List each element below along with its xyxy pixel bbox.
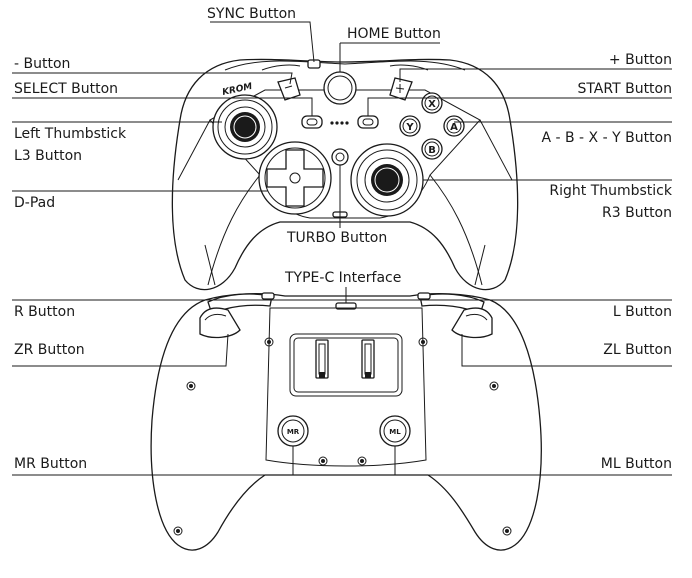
label-right-thumbstick: Right Thumbstick <box>549 183 672 199</box>
label-sync-button: SYNC Button <box>207 6 297 22</box>
turbo-button[interactable] <box>331 148 349 166</box>
label-l-button: L Button <box>612 304 672 320</box>
y-button[interactable]: Y <box>399 115 421 137</box>
front-top-edge <box>224 60 466 71</box>
home-button[interactable] <box>323 71 357 105</box>
minus-button[interactable] <box>277 77 301 101</box>
zr-edge <box>204 313 227 321</box>
label-zl-button: ZL Button <box>603 342 672 358</box>
back-controller-body <box>150 293 542 551</box>
label-select-button: SELECT Button <box>14 81 119 97</box>
x-button[interactable]: X <box>421 92 443 114</box>
back-clip-right <box>417 292 431 300</box>
right-thumbstick[interactable] <box>350 143 424 217</box>
left-grip-seam <box>207 174 261 286</box>
a-button[interactable]: A <box>443 115 465 137</box>
plus-button[interactable] <box>389 77 413 101</box>
d-pad[interactable] <box>258 141 332 215</box>
left-wing-seam <box>177 119 211 181</box>
svg-text:B: B <box>428 145 436 156</box>
callout-lines <box>12 21 672 476</box>
label-mr-button: MR Button <box>14 456 88 472</box>
label-turbo-button: TURBO Button <box>287 230 388 246</box>
back-center-panel <box>265 307 427 467</box>
svg-text:A: A <box>450 122 458 133</box>
right-grip-detail <box>474 244 486 286</box>
back-latch-left <box>315 339 329 379</box>
left-thumbstick[interactable] <box>212 94 278 160</box>
label-start-button: START Button <box>577 81 672 97</box>
svg-text:X: X <box>428 99 436 110</box>
left-bumper-edge <box>261 64 301 71</box>
back-screws <box>173 337 512 536</box>
label-l3-button: L3 Button <box>14 148 83 164</box>
label-r-button: R Button <box>14 304 76 320</box>
mr-back-button[interactable]: MR <box>277 415 309 447</box>
label-left-thumbstick: Left Thumbstick <box>14 126 127 142</box>
label-ml-button: ML Button <box>600 456 672 472</box>
start-button[interactable] <box>357 115 379 129</box>
label-d-pad: D-Pad <box>14 195 56 211</box>
label-home-button: HOME Button <box>347 26 441 42</box>
svg-text:Y: Y <box>405 122 414 133</box>
right-grip-seam <box>429 174 483 286</box>
controller-back-view: MR ML <box>150 292 542 551</box>
svg-text:ML: ML <box>389 428 401 436</box>
ml-back-button[interactable]: ML <box>379 415 411 447</box>
b-button[interactable]: B <box>421 138 443 160</box>
zl-edge <box>465 313 488 321</box>
back-latch-right <box>361 339 375 379</box>
back-recess-inner <box>293 337 399 393</box>
label-type-c-interface: TYPE-C Interface <box>285 270 402 286</box>
label-zr-button: ZR Button <box>14 342 85 358</box>
right-wing-seam <box>479 119 513 181</box>
label-r3-button: R3 Button <box>602 205 672 221</box>
select-button[interactable] <box>301 115 323 129</box>
controller-front-view: KROM <box>171 58 519 291</box>
label-plus-button: + Button <box>608 52 672 68</box>
player-leds <box>330 121 349 125</box>
label-minus-button: - Button <box>14 56 71 72</box>
back-clip-left <box>261 292 275 300</box>
back-recess <box>289 333 403 397</box>
left-grip-detail <box>204 244 216 286</box>
label-abxy-buttons: A - B - X - Y Button <box>541 130 672 146</box>
svg-text:MR: MR <box>287 428 300 436</box>
